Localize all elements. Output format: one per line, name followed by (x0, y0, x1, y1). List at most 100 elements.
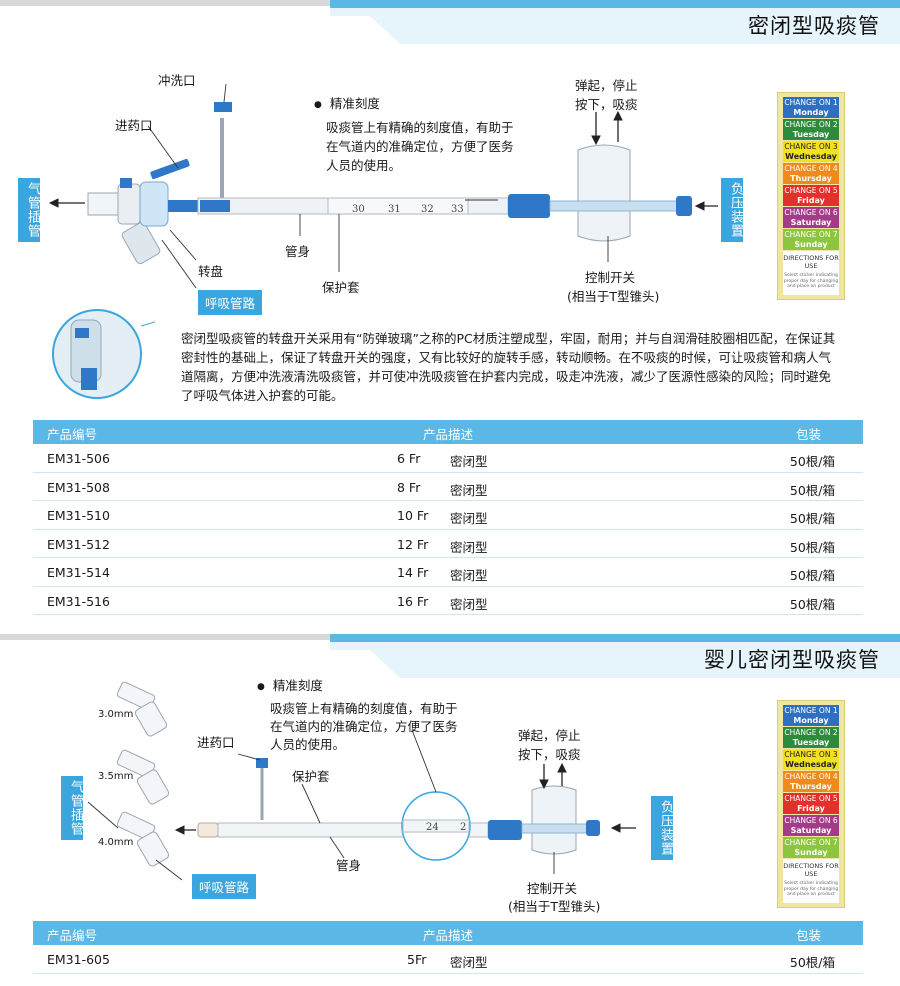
cell-pack: 50根/箱 (789, 482, 835, 498)
precise-scale-line2: 在气道内的准确定位，方便了医务 (326, 139, 514, 154)
cell-size: 8 Fr (397, 479, 421, 495)
cell-size: 10 Fr (397, 508, 429, 523)
cell-size: 5Fr (407, 952, 427, 967)
tube-body-label: 管身 (336, 858, 362, 873)
cell-code: EM31-508 (47, 479, 110, 495)
negative-pressure-label-box: 负压装置 (651, 796, 673, 860)
svg-text:33: 33 (451, 204, 464, 215)
header-code: 产品编号 (47, 928, 98, 943)
cell-code: EM31-516 (47, 593, 110, 609)
control-switch-label: 控制开关 (527, 881, 578, 896)
table-header: 产品编号 产品描述 包装 (33, 921, 863, 945)
airway-adapters (116, 681, 170, 867)
section1-diagram: 30 31 32 33 (48, 83, 718, 289)
press-label: 按下，吸痰 (518, 747, 581, 762)
airway-label-box: 气管插管 (61, 776, 83, 840)
cell-size: 12 Fr (397, 536, 429, 552)
scale-mark-2: 2 (460, 822, 466, 833)
turntable-detail-photo (52, 309, 155, 399)
header-code: 产品编号 (47, 427, 98, 442)
product-table-2: 产品编号 产品描述 包装 EM31-605 5Fr 密闭型 50根/箱 (33, 921, 863, 974)
leader-lines (87, 729, 555, 881)
section1-title: 密闭型吸痰管 (748, 14, 880, 38)
section2-header: 婴儿密闭型吸痰管 (0, 634, 900, 678)
header-tab-shape (330, 0, 900, 44)
precise-scale-heading: 精准刻度 (257, 675, 323, 694)
cell-pack: 50根/箱 (789, 511, 835, 526)
svg-text:31: 31 (388, 204, 401, 215)
cell-code: EM31-514 (47, 565, 110, 580)
svg-text:30: 30 (352, 204, 365, 215)
breathing-circuit-label-box: 呼吸管路 (198, 290, 263, 315)
table-row: EM31-508 8 Fr 密闭型 50根/箱 (33, 473, 863, 501)
negative-pressure-arrow (610, 823, 636, 833)
spring-label: 弹起，停止 (575, 78, 638, 93)
airway-label-box: 气管插管 (18, 178, 40, 242)
control-switch-note: (相当于T型锥头) (508, 899, 601, 914)
scale-mark-24: 24 (426, 822, 439, 833)
precise-scale-line2: 在气道内的准确定位，方便了医务 (270, 719, 458, 734)
sheath-label: 保护套 (322, 280, 360, 295)
table-row: EM31-506 6 Fr 密闭型 50根/箱 (33, 444, 863, 473)
airway-arrow (174, 825, 196, 835)
infant-tube-body (197, 758, 522, 840)
scale-marks: 30 31 32 33 (352, 204, 464, 215)
control-switch-label: 控制开关 (585, 270, 636, 285)
table-row: EM31-514 14 Fr 密闭型 50根/箱 (33, 558, 863, 587)
cell-code: EM31-510 (47, 508, 110, 523)
drug-port-label: 进药口 (197, 735, 235, 750)
header-title-tab: 密闭型吸痰管 (330, 0, 900, 44)
header-title-tab: 婴儿密闭型吸痰管 (330, 634, 900, 678)
drug-port-label: 进药口 (115, 118, 153, 133)
flush-port-label: 冲洗口 (158, 73, 196, 88)
header-package: 包装 (795, 928, 821, 943)
header-tab-shape (330, 634, 900, 678)
tube-body-label: 管身 (285, 244, 311, 259)
header-grey-rule (0, 634, 330, 640)
header-grey-rule (0, 0, 330, 6)
cell-desc: 密闭型 (450, 482, 488, 498)
precise-scale-line3: 人员的使用。 (270, 737, 346, 752)
size-4-0-label: 4.0mm (98, 837, 134, 848)
spring-press-arrows (539, 762, 567, 790)
header-description: 产品描述 (423, 928, 474, 943)
cell-pack: 50根/箱 (789, 955, 835, 970)
section1-header: 密闭型吸痰管 (0, 0, 900, 44)
leader-lines (147, 83, 609, 289)
negative-pressure-label-box: 负压装置 (721, 178, 743, 242)
precise-scale-line1: 吸痰管上有精确的刻度值，有助于 (270, 701, 458, 716)
cell-size: 6 Fr (397, 451, 421, 466)
breathing-circuit-label-box: 呼吸管路 (192, 874, 257, 899)
table-row: EM31-605 5Fr 密闭型 50根/箱 (33, 945, 863, 974)
cell-size: 14 Fr (397, 565, 429, 580)
control-switch-valve (508, 144, 692, 242)
cell-desc: 密闭型 (450, 454, 488, 469)
cell-code: EM31-506 (47, 451, 110, 466)
cell-desc: 密闭型 (450, 596, 488, 612)
turntable-label: 转盘 (198, 264, 224, 279)
infant-control-valve (521, 785, 600, 855)
cell-desc: 密闭型 (450, 568, 488, 583)
sheath-label: 保护套 (292, 769, 330, 784)
table-row: EM31-512 12 Fr 密闭型 50根/箱 (33, 530, 863, 558)
size-3-5-label: 3.5mm (98, 771, 134, 782)
cell-size: 16 Fr (397, 593, 429, 609)
precise-scale-line1: 吸痰管上有精确的刻度值，有助于 (326, 120, 514, 135)
header-description: 产品描述 (423, 427, 474, 442)
